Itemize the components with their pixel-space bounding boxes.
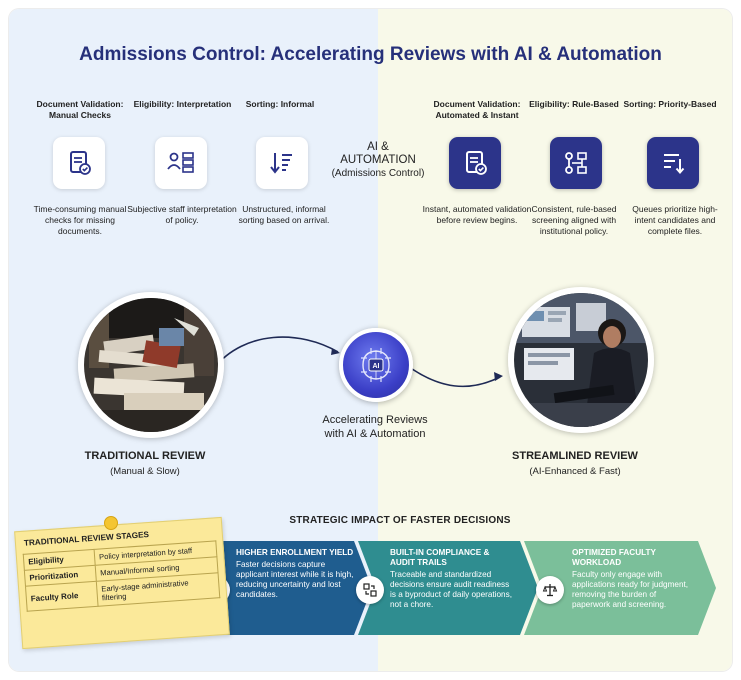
center-line-2: AUTOMATION: [340, 154, 416, 166]
impact-head-3: OPTIMIZED FACULTY WORKLOAD: [572, 548, 656, 567]
document-check-icon: [53, 137, 105, 189]
flowchart-icon: [550, 137, 602, 189]
impact-title: STRATEGIC IMPACT OF FASTER DECISIONS: [289, 515, 511, 526]
ai-step-label-3: Sorting: Priority-Based: [623, 99, 717, 109]
impact-chevron-3: [524, 541, 716, 635]
note-row-key-3: Faculty Role: [25, 581, 99, 612]
ai-step-label-1: Document Validation: Automated & Instant: [433, 99, 521, 120]
manual-step-desc-1: Time-consuming manual checks for missing…: [33, 204, 127, 236]
impact-body-1: Faster decisions capture applicant inter…: [236, 560, 354, 599]
impact-chevron-2: [358, 541, 538, 635]
people-list-icon: [155, 137, 207, 189]
center-line-3: (Admissions Control): [331, 168, 425, 179]
pushpin-icon: [104, 516, 118, 530]
note-title: TRADITIONAL REVIEW STAGES: [23, 530, 150, 548]
ai-step-label-2: Eligibility: Rule-Based: [529, 99, 619, 109]
impact-item-3: OPTIMIZED FACULTY WORKLOAD Faculty only …: [572, 548, 694, 610]
manual-step-label-1: Document Validation: Manual Checks: [36, 99, 124, 120]
impact-head-1: HIGHER ENROLLMENT YIELD: [236, 548, 354, 557]
ai-step-desc-1: Instant, automated validation before rev…: [422, 204, 532, 225]
manual-step-desc-2: Subjective staff interpretation of polic…: [127, 204, 237, 225]
impact-chevron-1: [200, 541, 372, 635]
ai-step-desc-2: Consistent, rule-based screening aligned…: [531, 204, 617, 236]
impact-body-3: Faculty only engage with applications re…: [572, 570, 689, 609]
page-title: Admissions Control: Accelerating Reviews…: [79, 44, 662, 65]
traditional-review-photo: [78, 292, 224, 438]
balance-icon: [536, 576, 564, 604]
sort-lines-icon: [256, 137, 308, 189]
impact-head-2: BUILT-IN COMPLIANCE & AUDIT TRAILS: [390, 548, 490, 567]
traditional-review-title: TRADITIONAL REVIEW: [84, 450, 206, 462]
traditional-review-sub: (Manual & Slow): [110, 466, 180, 477]
streamlined-review-photo: [508, 287, 654, 433]
ai-chip-label: AI: [373, 363, 380, 370]
manual-step-label-3: Sorting: Informal: [245, 99, 315, 109]
document-check-icon: [449, 137, 501, 189]
ai-brain-icon: AI: [339, 328, 413, 402]
streamlined-review-sub: (AI-Enhanced & Fast): [529, 466, 621, 477]
sort-down-icon: [647, 137, 699, 189]
impact-item-2: BUILT-IN COMPLIANCE & AUDIT TRAILS Trace…: [390, 548, 516, 610]
ai-step-desc-3: Queues prioritize high-intent candidates…: [632, 204, 718, 236]
audit-loop-icon: [356, 576, 384, 604]
accelerating-label: Accelerating Reviews with AI & Automatio…: [300, 413, 450, 441]
impact-body-2: Traceable and standardized decisions ens…: [390, 570, 512, 609]
ai-automation-label: AI & AUTOMATION (Admissions Control): [318, 141, 438, 180]
accelerating-line-2: with AI & Automation: [324, 428, 426, 440]
manual-step-label-2: Eligibility: Interpretation: [133, 99, 232, 109]
accelerating-line-1: Accelerating Reviews: [322, 414, 428, 426]
impact-item-1: HIGHER ENROLLMENT YIELD Faster decisions…: [236, 548, 354, 600]
manual-step-desc-3: Unstructured, informal sorting based on …: [238, 204, 330, 225]
center-line-1: AI &: [367, 141, 389, 153]
streamlined-review-title: STREAMLINED REVIEW: [512, 450, 638, 462]
